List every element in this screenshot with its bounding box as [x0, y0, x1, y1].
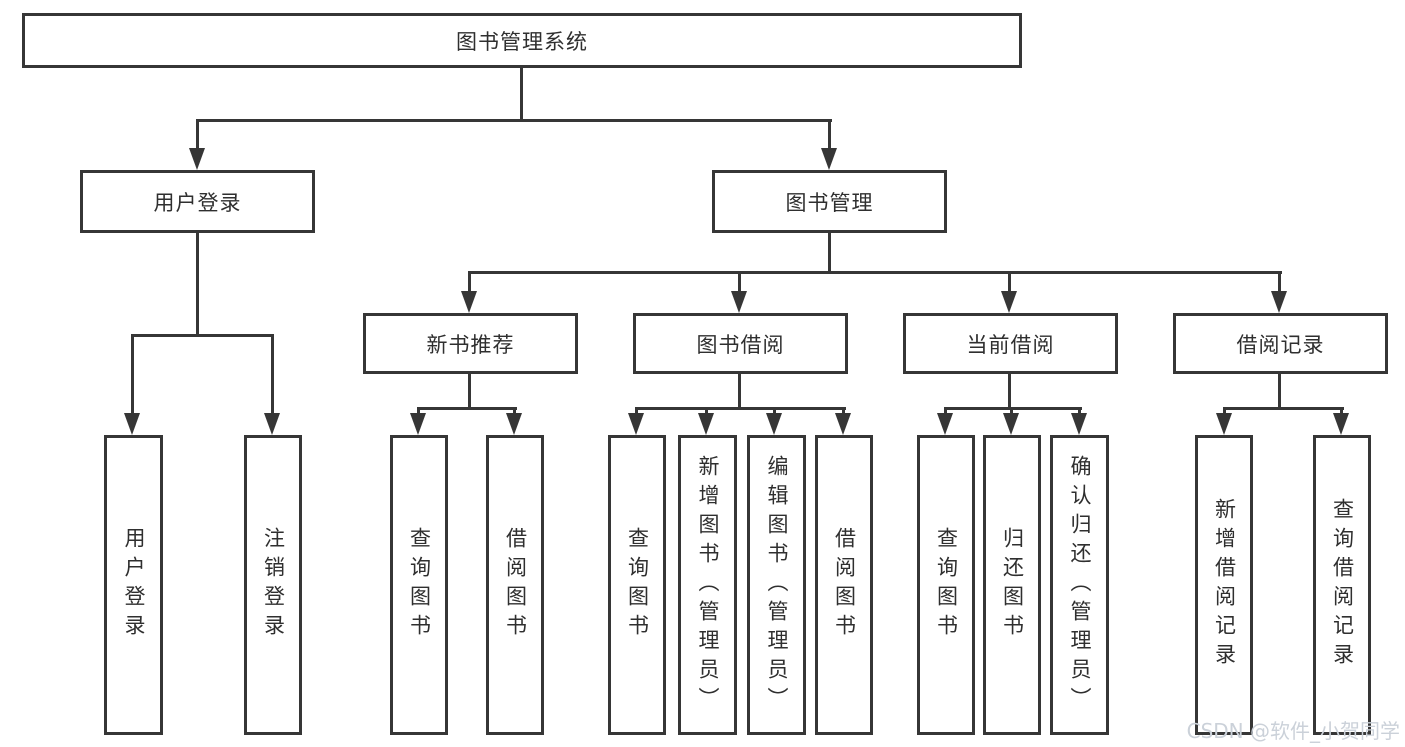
node-root-label: 图书管理系统	[456, 29, 588, 54]
arrowhead	[766, 413, 782, 435]
leaf-br-query-record-label: 查询借阅记录	[1330, 498, 1355, 672]
connector	[513, 407, 516, 417]
node-book-management: 图书管理	[712, 170, 947, 233]
connector	[468, 271, 1282, 274]
node-root: 图书管理系统	[22, 13, 1022, 68]
connector	[635, 407, 846, 410]
leaf-bb-query-books-label: 查询图书	[625, 527, 650, 643]
connector	[131, 334, 134, 416]
arrowhead	[1071, 413, 1087, 435]
node-current-borrowing: 当前借阅	[903, 313, 1118, 374]
leaf-cb-query-books: 查询图书	[917, 435, 975, 735]
connector	[520, 68, 523, 122]
node-current-borrowing-label: 当前借阅	[966, 332, 1055, 357]
connector	[944, 407, 947, 417]
connector	[468, 271, 471, 295]
leaf-bb-add-books: 新增图书（管理员）	[678, 435, 737, 735]
connector	[271, 334, 274, 416]
connector	[1008, 374, 1011, 410]
connector	[1340, 407, 1343, 417]
connector	[1223, 407, 1226, 417]
leaf-cb-return-books-label: 归还图书	[1000, 527, 1025, 643]
connector	[1010, 407, 1013, 417]
leaf-bb-edit-books-label: 编辑图书（管理员）	[765, 454, 789, 716]
node-book-borrowing: 图书借阅	[633, 313, 848, 374]
connector	[635, 407, 638, 417]
node-borrowing-records-label: 借阅记录	[1236, 332, 1325, 357]
connector	[842, 407, 845, 417]
arrowhead	[506, 413, 522, 435]
connector	[738, 271, 741, 295]
leaf-bb-add-books-label: 新增图书（管理员）	[696, 454, 720, 716]
node-book-management-label: 图书管理	[785, 190, 874, 215]
arrowhead	[731, 291, 747, 313]
leaf-bb-borrow-books: 借阅图书	[815, 435, 873, 735]
leaf-br-add-record-label: 新增借阅记录	[1212, 498, 1237, 672]
arrowhead	[461, 291, 477, 313]
leaf-br-add-record: 新增借阅记录	[1195, 435, 1253, 735]
connector	[828, 119, 831, 152]
node-borrowing-records: 借阅记录	[1173, 313, 1388, 374]
leaf-nb-query-books: 查询图书	[390, 435, 448, 735]
connector	[417, 407, 420, 417]
connector	[705, 407, 708, 417]
connector	[196, 119, 199, 152]
node-book-borrowing-label: 图书借阅	[696, 332, 785, 357]
arrowhead	[835, 413, 851, 435]
connector	[1278, 374, 1281, 410]
connector	[773, 407, 776, 417]
arrowhead	[124, 413, 140, 435]
arrowhead	[189, 148, 205, 170]
arrowhead	[628, 413, 644, 435]
connector	[738, 374, 741, 410]
leaf-nb-borrow-books-label: 借阅图书	[503, 527, 528, 643]
connector	[1008, 271, 1011, 295]
arrowhead	[1271, 291, 1287, 313]
connector	[131, 334, 274, 337]
arrowhead	[264, 413, 280, 435]
arrowhead	[1003, 413, 1019, 435]
connector	[944, 407, 1082, 410]
leaf-bb-query-books: 查询图书	[608, 435, 666, 735]
connector	[196, 233, 199, 337]
node-new-book-recommend-label: 新书推荐	[426, 332, 515, 357]
arrowhead	[937, 413, 953, 435]
leaf-cb-confirm-return: 确认归还（管理员）	[1050, 435, 1109, 735]
arrowhead	[821, 148, 837, 170]
leaf-br-query-record: 查询借阅记录	[1313, 435, 1371, 735]
node-new-book-recommend: 新书推荐	[363, 313, 578, 374]
csdn-watermark: CSDN @软件_小贺同学	[1186, 719, 1400, 743]
leaf-user-login: 用户登录	[104, 435, 163, 735]
leaf-bb-borrow-books-label: 借阅图书	[832, 527, 857, 643]
connector	[468, 374, 471, 410]
arrowhead	[1001, 291, 1017, 313]
leaf-nb-borrow-books: 借阅图书	[486, 435, 544, 735]
connector	[417, 407, 517, 410]
leaf-cb-return-books: 归还图书	[983, 435, 1041, 735]
arrowhead	[1216, 413, 1232, 435]
connector	[196, 119, 832, 122]
leaf-cb-confirm-return-label: 确认归还（管理员）	[1068, 454, 1092, 716]
arrowhead	[1333, 413, 1349, 435]
node-user-login-label: 用户登录	[153, 190, 242, 215]
connector	[1223, 407, 1344, 410]
leaf-logout-label: 注销登录	[261, 527, 286, 643]
node-user-login: 用户登录	[80, 170, 315, 233]
connector	[828, 233, 831, 274]
leaf-cb-query-books-label: 查询图书	[934, 527, 959, 643]
connector	[1278, 271, 1281, 295]
leaf-logout: 注销登录	[244, 435, 302, 735]
leaf-bb-edit-books: 编辑图书（管理员）	[747, 435, 806, 735]
arrowhead	[698, 413, 714, 435]
connector	[1078, 407, 1081, 417]
arrowhead	[410, 413, 426, 435]
leaf-user-login-label: 用户登录	[122, 527, 146, 643]
leaf-nb-query-books-label: 查询图书	[407, 527, 432, 643]
